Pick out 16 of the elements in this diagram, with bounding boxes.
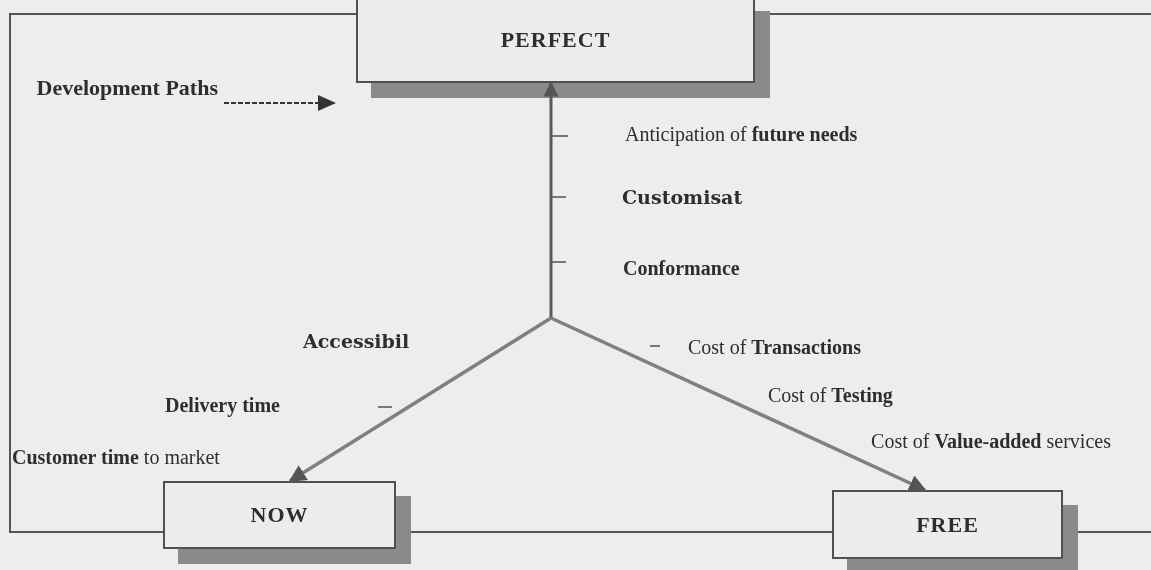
stage-label: NOW bbox=[250, 502, 309, 528]
axis-label: Anticipation of future needs bbox=[625, 122, 858, 148]
axis-label: Conformance bbox=[623, 256, 740, 281]
axis-label: Accessibil bbox=[303, 329, 410, 354]
axis-label: Delivery time bbox=[165, 393, 280, 419]
axis-label: Cost of Transactions bbox=[688, 335, 861, 360]
axis-label: Customer time to market bbox=[12, 445, 220, 470]
legend-label: Development Paths bbox=[35, 74, 218, 102]
arrow bbox=[543, 81, 559, 318]
axis-label: Cost of Value-added services bbox=[870, 429, 1112, 454]
stage-label: PERFECT bbox=[500, 26, 611, 53]
stage-label: FREE bbox=[916, 511, 979, 538]
arrow bbox=[288, 316, 552, 483]
axis-label: Customisat bbox=[622, 185, 743, 210]
axis-label: Cost of Testing bbox=[768, 383, 893, 409]
arrow bbox=[550, 316, 927, 492]
